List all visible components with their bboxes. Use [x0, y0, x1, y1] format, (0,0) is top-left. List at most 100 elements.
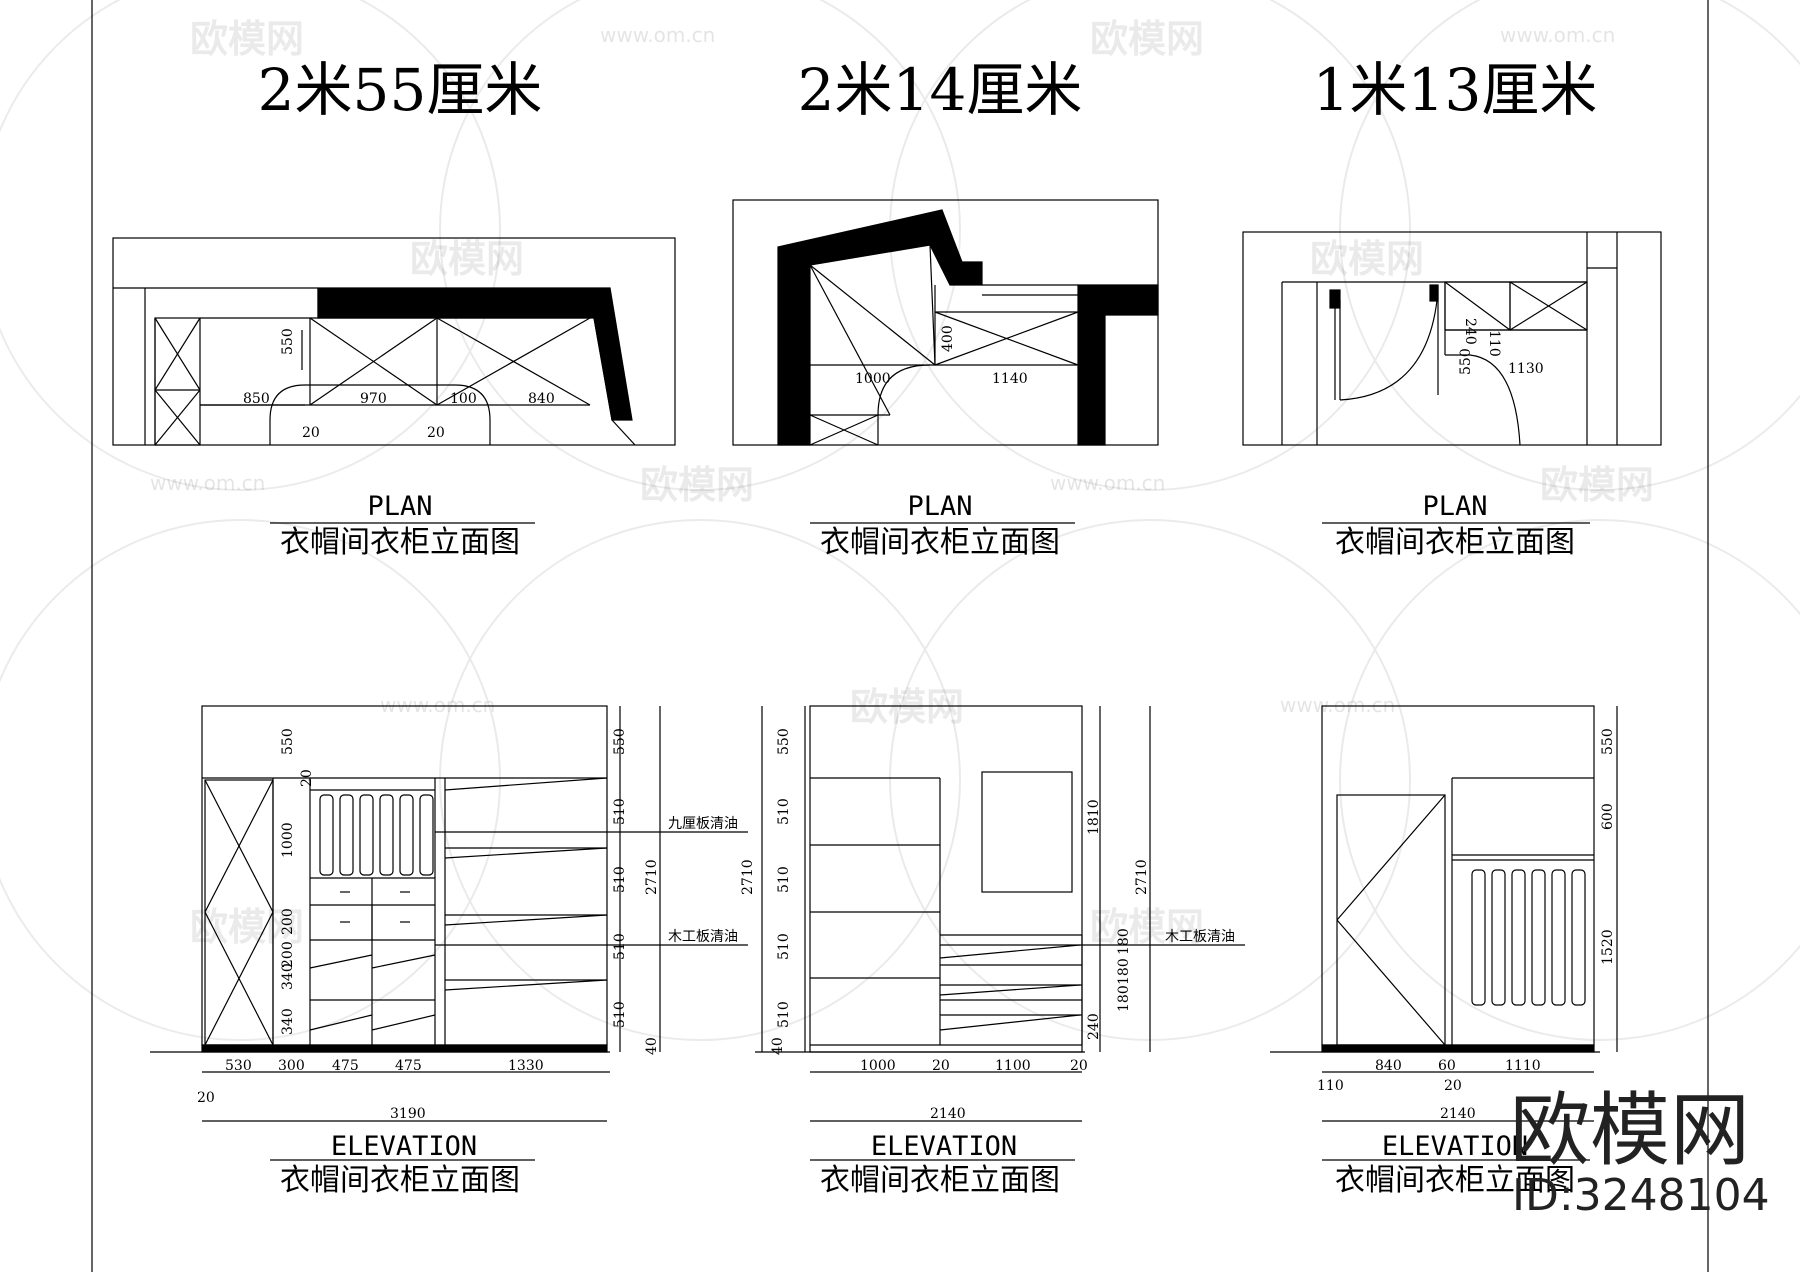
elevation-left-labels: ELEVATION 衣帽间衣柜立面图 — [280, 1131, 520, 1198]
svg-text:20: 20 — [197, 1090, 215, 1106]
svg-text:510: 510 — [776, 866, 792, 893]
svg-text:3190: 3190 — [390, 1106, 426, 1122]
watermark-brand: 欧模网 — [1540, 463, 1654, 507]
watermark-url: www.om.cn — [380, 693, 495, 717]
elevation-right-labels: ELEVATION 衣帽间衣柜立面图 — [1335, 1131, 1575, 1198]
size-title-left: 2米55厘米 — [258, 56, 543, 124]
watermark-url: www.om.cn — [1280, 693, 1395, 717]
svg-text:970: 970 — [360, 391, 387, 407]
svg-text:840: 840 — [1375, 1058, 1402, 1074]
hanging-clothes-left — [319, 794, 434, 876]
svg-text:510: 510 — [776, 798, 792, 825]
elevation-label-right: ELEVATION — [1382, 1131, 1528, 1162]
svg-text:510: 510 — [612, 866, 628, 893]
plan-right-labels: PLAN 衣帽间衣柜立面图 — [1335, 491, 1575, 560]
svg-text:510: 510 — [612, 933, 628, 960]
svg-text:40: 40 — [644, 1037, 660, 1055]
plan-caption-left: 衣帽间衣柜立面图 — [280, 525, 520, 560]
svg-text:2710: 2710 — [1134, 859, 1150, 895]
svg-text:550: 550 — [612, 728, 628, 755]
watermark-brand: 欧模网 — [1090, 905, 1204, 949]
elevation-label-left: ELEVATION — [331, 1131, 477, 1162]
svg-text:20: 20 — [932, 1058, 950, 1074]
size-title-right: 1米13厘米 — [1313, 56, 1598, 124]
watermark-url: www.om.cn — [150, 471, 265, 495]
plan-center — [732, 199, 1159, 446]
svg-text:850: 850 — [243, 391, 270, 407]
elevation-label-center: ELEVATION — [871, 1131, 1017, 1162]
svg-text:1130: 1130 — [1508, 361, 1544, 377]
svg-text:1000: 1000 — [280, 822, 296, 858]
svg-text:1110: 1110 — [1505, 1058, 1541, 1074]
plan-label-right: PLAN — [1422, 491, 1487, 522]
svg-text:木工板清油: 木工板清油 — [1165, 929, 1235, 945]
watermark-logo: 欧模网 ID:3248104 — [1510, 1084, 1770, 1221]
elevation-caption-left: 衣帽间衣柜立面图 — [280, 1163, 520, 1198]
svg-text:40: 40 — [770, 1037, 786, 1055]
plan-left — [112, 237, 676, 446]
svg-text:510: 510 — [612, 798, 628, 825]
plan-left-labels: PLAN 衣帽间衣柜立面图 — [280, 491, 520, 560]
svg-text:510: 510 — [612, 1001, 628, 1028]
svg-text:110: 110 — [1317, 1078, 1344, 1094]
elevation-left-dims: 550 20 1000 200 200 340 340 550 510 510 … — [197, 728, 738, 1122]
svg-text:240: 240 — [1462, 318, 1478, 345]
plan-label-left: PLAN — [367, 491, 432, 522]
svg-text:475: 475 — [332, 1058, 359, 1074]
elevation-left — [150, 705, 748, 1122]
svg-text:1000: 1000 — [855, 371, 891, 387]
elevation-right-dims: 550 600 1520 110 840 60 20 1110 2140 — [1317, 728, 1616, 1122]
svg-text:200: 200 — [280, 908, 296, 935]
watermark-url: www.om.cn — [1050, 471, 1165, 495]
elevation-right — [1270, 705, 1618, 1122]
svg-text:180: 180 — [1116, 958, 1132, 985]
plan-center-dims: 400 1000 1140 — [855, 325, 1028, 387]
svg-text:550: 550 — [1600, 728, 1616, 755]
watermark-brand: 欧模网 — [1090, 17, 1204, 61]
plan-left-dims: 550 850 970 100 840 20 20 — [243, 328, 555, 441]
svg-text:510: 510 — [776, 1001, 792, 1028]
plan-caption-center: 衣帽间衣柜立面图 — [820, 525, 1060, 560]
svg-text:180: 180 — [1116, 928, 1132, 955]
watermark-brand: 欧模网 — [190, 17, 304, 61]
svg-text:550: 550 — [1458, 348, 1474, 375]
plan-right-dims: 240 110 550 1130 — [1458, 318, 1544, 377]
svg-text:550: 550 — [280, 328, 296, 355]
watermark-brand: 欧模网 — [190, 905, 304, 949]
svg-text:60: 60 — [1438, 1058, 1456, 1074]
svg-text:1140: 1140 — [992, 371, 1028, 387]
svg-text:400: 400 — [940, 325, 956, 352]
plan-caption-right: 衣帽间衣柜立面图 — [1335, 525, 1575, 560]
svg-text:510: 510 — [776, 933, 792, 960]
svg-text:100: 100 — [450, 391, 477, 407]
watermark-logo-id: ID:3248104 — [1512, 1170, 1770, 1221]
svg-text:840: 840 — [528, 391, 555, 407]
svg-text:600: 600 — [1600, 803, 1616, 830]
elevation-caption-center: 衣帽间衣柜立面图 — [820, 1163, 1060, 1198]
elevation-center — [755, 705, 1245, 1122]
svg-text:20: 20 — [299, 769, 315, 787]
watermark-brand: 欧模网 — [850, 685, 964, 729]
svg-text:475: 475 — [395, 1058, 422, 1074]
watermark-brand: 欧模网 — [640, 463, 754, 507]
svg-text:2710: 2710 — [740, 859, 756, 895]
svg-text:1520: 1520 — [1600, 929, 1616, 965]
watermark-brand: 欧模网 — [1310, 237, 1424, 281]
svg-text:20: 20 — [1444, 1078, 1462, 1094]
svg-text:木工板清油: 木工板清油 — [668, 929, 738, 945]
svg-text:550: 550 — [280, 728, 296, 755]
hanging-clothes-right — [1471, 869, 1586, 1006]
svg-text:2140: 2140 — [930, 1106, 966, 1122]
plan-label-center: PLAN — [907, 491, 972, 522]
svg-text:200: 200 — [280, 941, 296, 968]
size-titles: 2米55厘米 2米14厘米 1米13厘米 — [258, 56, 1598, 124]
plan-right — [1242, 231, 1662, 446]
elevation-center-dims: 550 510 510 510 510 2710 1810 180 180 18… — [740, 728, 1235, 1122]
svg-text:2710: 2710 — [644, 859, 660, 895]
svg-text:1100: 1100 — [995, 1058, 1031, 1074]
svg-text:300: 300 — [278, 1058, 305, 1074]
size-title-center: 2米14厘米 — [798, 56, 1083, 124]
elevation-caption-right: 衣帽间衣柜立面图 — [1335, 1163, 1575, 1198]
